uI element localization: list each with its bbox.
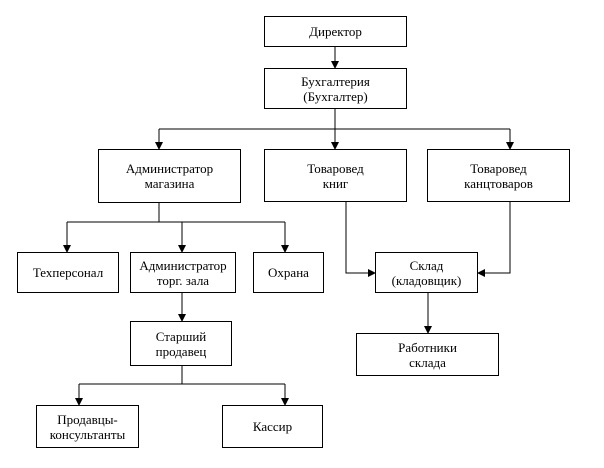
node-store-admin: Администратор магазина <box>98 149 241 203</box>
node-warehouse-label: Склад (кладовщик) <box>391 257 462 288</box>
node-security-label: Охрана <box>268 265 309 280</box>
node-floor-admin: Администратор торг. зала <box>130 252 236 293</box>
node-senior-seller-label: Старший продавец <box>155 328 207 359</box>
node-senior-seller: Старший продавец <box>130 321 232 366</box>
node-security: Охрана <box>253 252 324 293</box>
node-warehouse-workers-label: Работники склада <box>398 339 457 370</box>
node-stationery-merch-label: Товаровед канцтоваров <box>464 160 533 191</box>
node-book-merch: Товаровед книг <box>264 149 407 202</box>
edge-stationery-warehouse <box>477 202 511 277</box>
node-accounting-label: Бухгалтерия (Бухгалтер) <box>301 73 370 104</box>
node-stationery-merch: Товаровед канцтоваров <box>427 149 570 202</box>
node-cashier: Кассир <box>222 405 323 448</box>
node-sales-consultants: Продавцы- консультанты <box>36 405 139 448</box>
node-floor-admin-label: Администратор торг. зала <box>139 257 227 288</box>
node-director-label: Директор <box>309 24 362 39</box>
node-warehouse-workers: Работники склада <box>356 333 499 376</box>
node-tech-staff-label: Техперсонал <box>32 265 104 280</box>
node-sales-consultants-label: Продавцы- консультанты <box>49 411 126 442</box>
node-store-admin-label: Администратор магазина <box>125 161 214 191</box>
node-warehouse: Склад (кладовщик) <box>375 252 478 293</box>
edge-book-merch-warehouse <box>345 202 376 277</box>
node-tech-staff: Техперсонал <box>17 252 119 293</box>
node-book-merch-label: Товаровед книг <box>307 160 364 191</box>
node-cashier-label: Кассир <box>252 419 293 434</box>
node-accounting: Бухгалтерия (Бухгалтер) <box>264 68 407 109</box>
node-director: Директор <box>264 16 407 47</box>
